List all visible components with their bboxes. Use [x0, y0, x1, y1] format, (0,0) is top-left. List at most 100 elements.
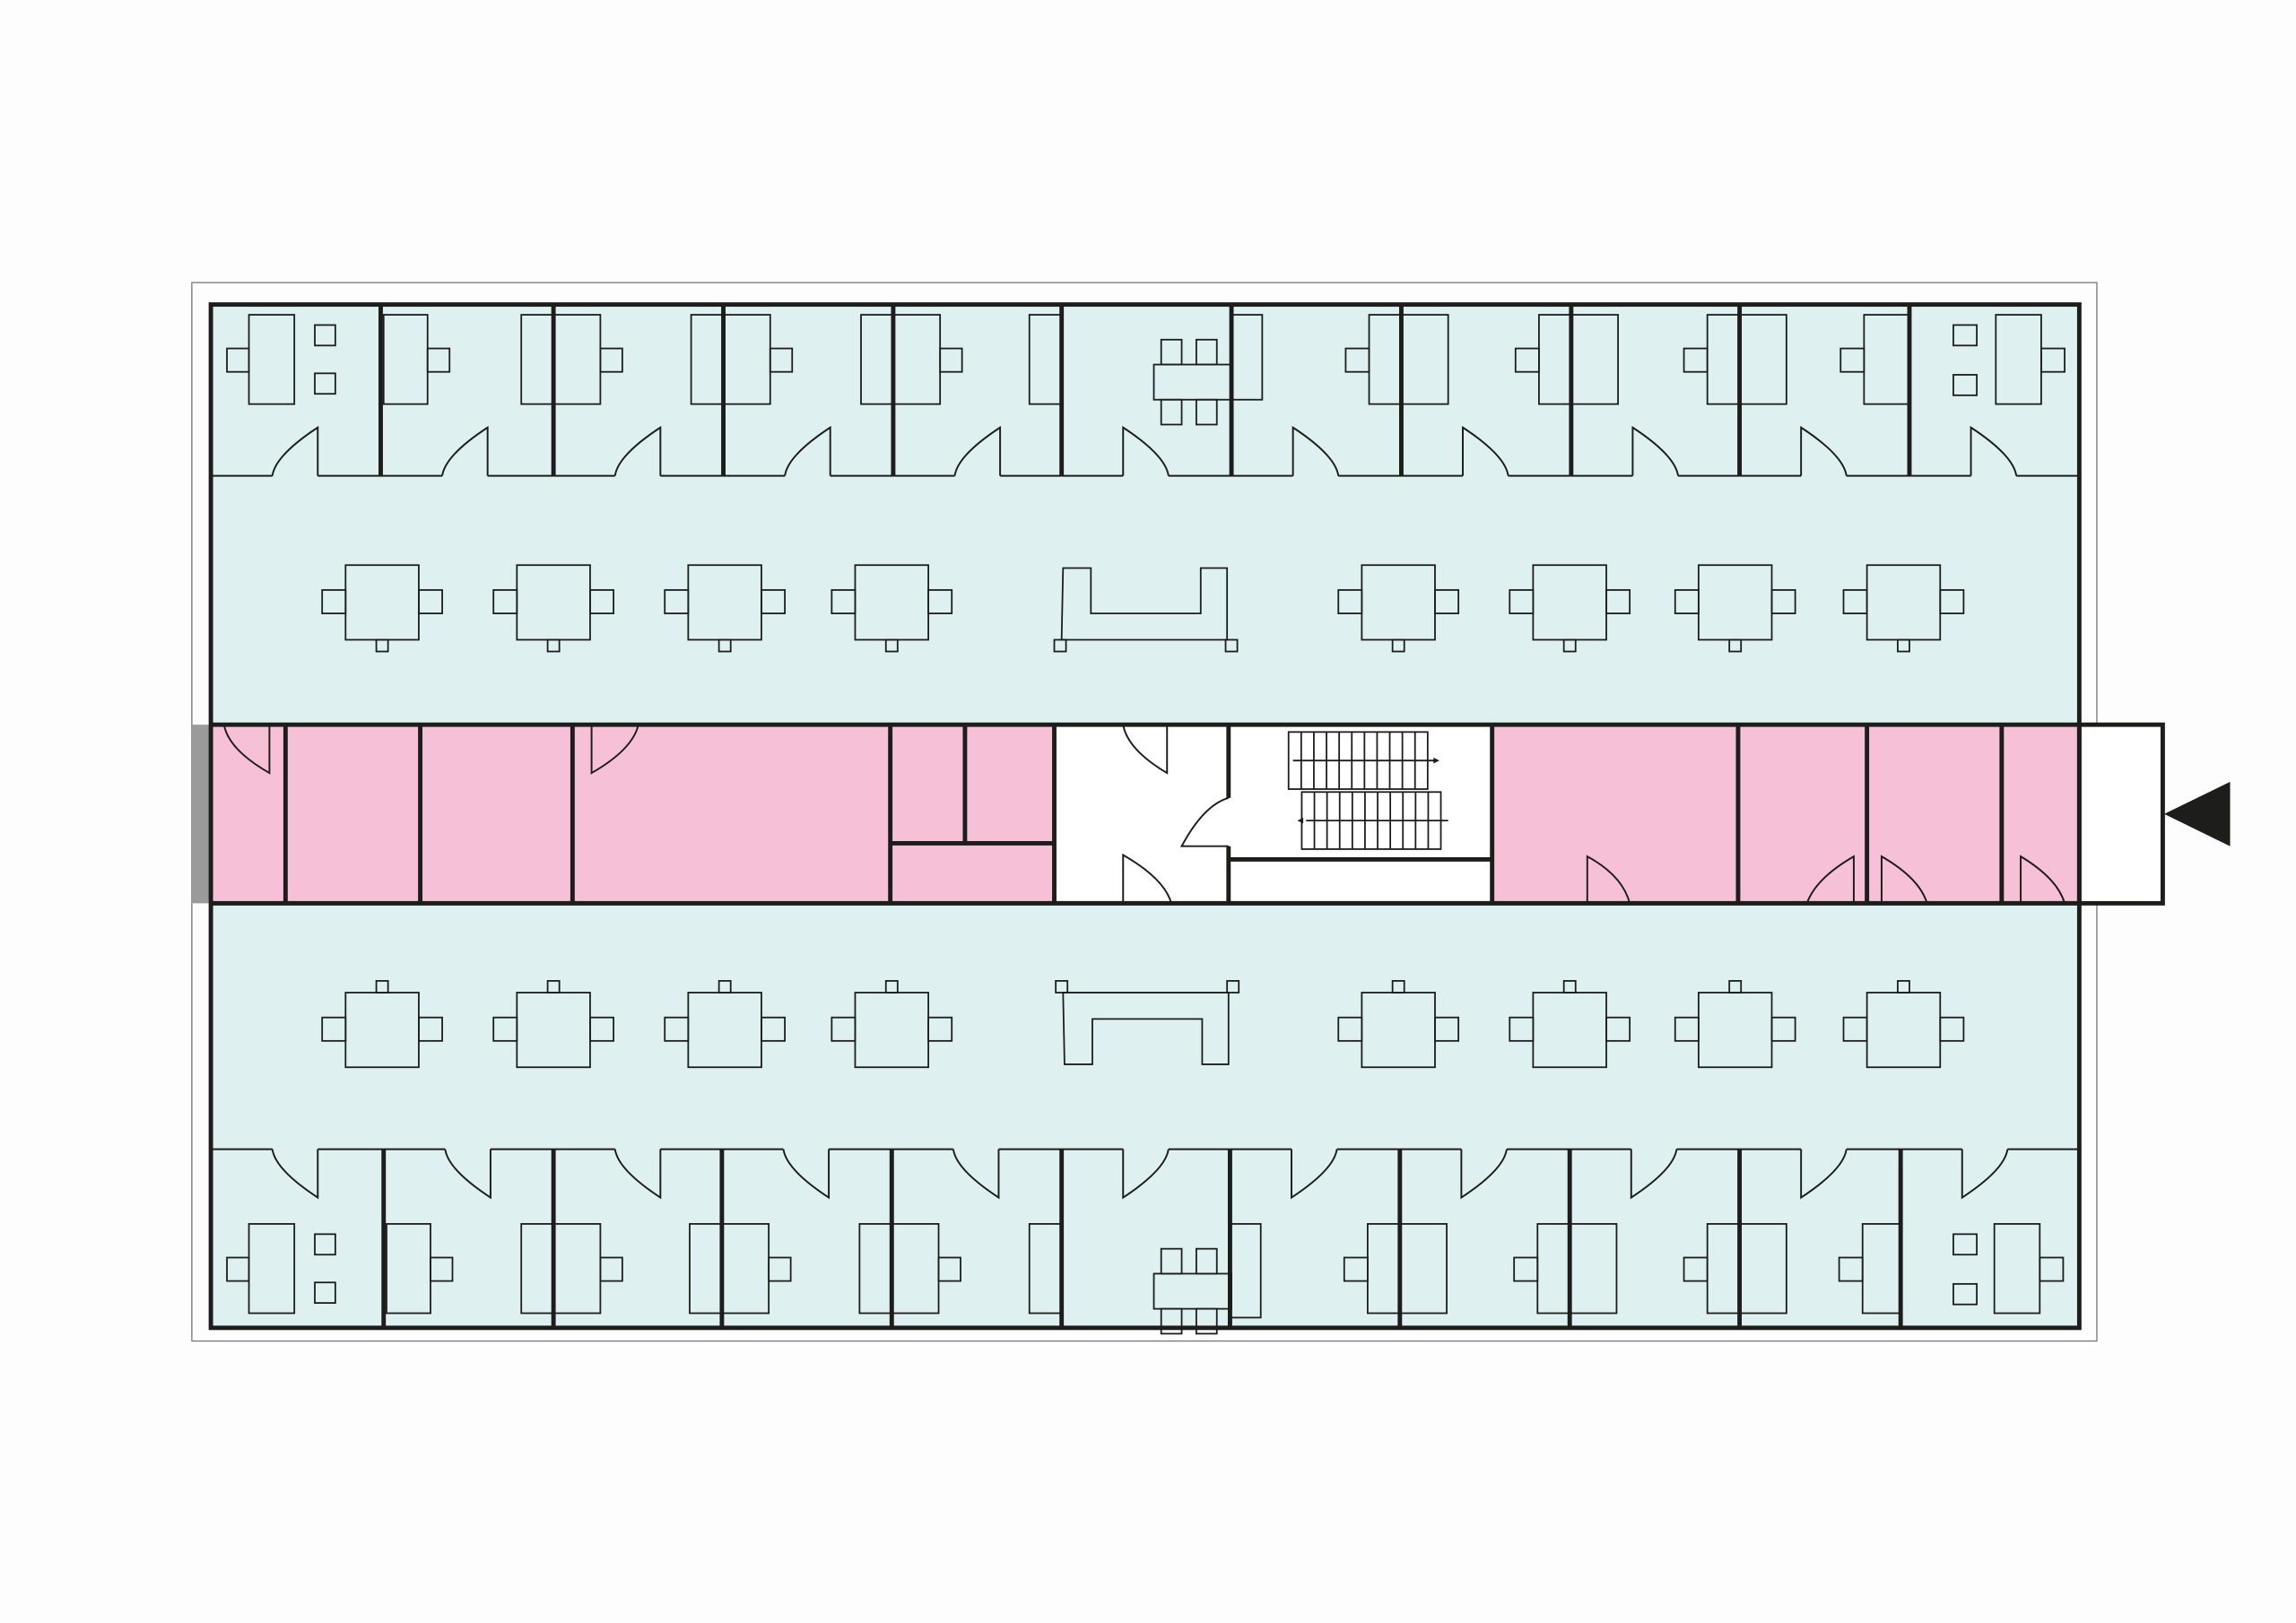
sofa [1062, 992, 1230, 1065]
door [1805, 855, 1855, 904]
door [1460, 1149, 1508, 1200]
staircase-icon [1287, 731, 1448, 850]
furniture-piece [927, 589, 953, 615]
furniture-piece [1337, 589, 1363, 615]
furniture-piece [1605, 589, 1631, 615]
furniture-piece [761, 1016, 786, 1042]
furniture-piece [426, 347, 451, 373]
building-outline [208, 302, 2082, 1331]
furniture-piece [1674, 589, 1700, 615]
furniture [226, 314, 2066, 1335]
furniture-piece [1229, 1223, 1262, 1319]
door [1586, 855, 1631, 904]
furniture-piece [937, 1256, 961, 1282]
furniture-piece [1897, 980, 1910, 994]
door [1970, 425, 2018, 476]
furniture-piece [546, 980, 561, 994]
furniture-piece [314, 1233, 336, 1256]
stair-arrow-icon [1297, 817, 1304, 824]
furniture-piece [1028, 314, 1063, 405]
furniture-piece [1160, 398, 1183, 426]
door [271, 1149, 319, 1200]
door [784, 425, 831, 476]
door [613, 1149, 662, 1200]
furniture-piece [599, 1256, 623, 1282]
furniture-piece [1728, 638, 1743, 653]
furniture-piece [884, 980, 899, 994]
furniture-piece [1028, 1223, 1063, 1315]
door [1122, 724, 1169, 775]
furniture-piece [884, 638, 899, 653]
furniture-piece [768, 1256, 792, 1282]
furniture-piece [1152, 363, 1232, 401]
furniture-piece [1770, 589, 1796, 615]
furniture-piece [831, 589, 857, 615]
furniture-piece [1343, 1256, 1369, 1282]
furniture-piece [492, 589, 518, 615]
furniture-piece [1513, 1256, 1539, 1282]
furniture-piece [831, 1016, 857, 1042]
door [1292, 425, 1340, 476]
furniture-piece [1952, 374, 1978, 396]
furniture-piece [546, 638, 561, 653]
furniture-piece [1391, 638, 1405, 653]
furniture-piece [1842, 589, 1868, 615]
furniture-piece [664, 589, 690, 615]
furniture-piece [939, 347, 963, 373]
furniture-piece [1391, 980, 1405, 994]
door [953, 425, 1002, 476]
service-zone-east [1492, 725, 2080, 904]
furniture-piece [492, 1016, 518, 1042]
entrance-vestibule [2076, 722, 2165, 906]
furniture-piece [769, 347, 794, 373]
furniture-piece [1952, 324, 1978, 347]
furniture-piece [1195, 338, 1218, 366]
furniture-piece [1939, 589, 1965, 615]
furniture-piece [589, 589, 614, 615]
furniture-piece [226, 347, 250, 373]
door [1961, 1149, 2009, 1200]
furniture-piece [1053, 638, 1067, 653]
furniture-piece [1605, 1016, 1631, 1042]
furniture-piece [1160, 1247, 1183, 1275]
furniture-piece [375, 980, 389, 994]
furniture-piece [1509, 589, 1535, 615]
furniture-piece [1231, 314, 1264, 401]
door [1880, 855, 1928, 904]
furniture-piece [1195, 398, 1218, 426]
furniture-piece [1842, 1016, 1868, 1042]
furniture-piece [1226, 980, 1240, 994]
furniture-piece [1674, 1016, 1700, 1042]
door [1179, 796, 1230, 847]
stair-core [1054, 725, 1492, 904]
furniture-piece [1952, 1282, 1978, 1306]
furniture-piece [314, 1281, 336, 1304]
furniture-piece [226, 1256, 250, 1282]
furniture-piece [430, 1256, 454, 1282]
door [1462, 425, 1509, 476]
furniture-piece [1337, 1016, 1363, 1042]
furniture-piece [589, 1016, 614, 1042]
furniture-piece [1897, 638, 1910, 653]
furniture-piece [2040, 347, 2066, 373]
furniture-piece [1683, 1256, 1709, 1282]
door [1122, 1149, 1170, 1200]
doors [222, 425, 2066, 1200]
furniture-piece [1434, 1016, 1460, 1042]
furniture-piece [599, 347, 623, 373]
furniture-piece [1562, 638, 1577, 653]
door [1631, 425, 1679, 476]
furniture-piece [718, 638, 732, 653]
door [952, 1149, 1000, 1200]
furniture-piece [664, 1016, 690, 1042]
furniture-piece [418, 589, 443, 615]
door [613, 425, 662, 476]
door [782, 1149, 831, 1200]
furniture-piece [1160, 338, 1183, 366]
door [1800, 1149, 1848, 1200]
door [1291, 1149, 1338, 1200]
furniture-piece [321, 1016, 347, 1042]
door [441, 425, 489, 476]
furniture-piece [314, 324, 336, 347]
